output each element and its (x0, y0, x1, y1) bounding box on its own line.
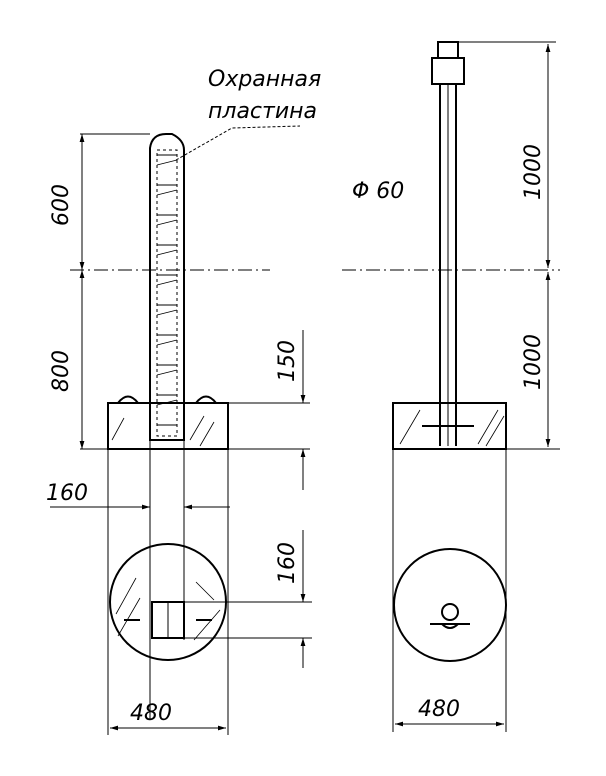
dim-600: 600 (49, 184, 74, 226)
dim-1000-upper: 1000 (521, 144, 546, 200)
dim-480-right-label: 480 (418, 697, 460, 722)
right-post (431, 41, 465, 446)
dim-160-v-label: 160 (275, 542, 300, 584)
guard-plate (156, 149, 178, 437)
dim-160-horizontal: 160 (46, 449, 230, 720)
dim-1000-lower: 1000 (521, 334, 546, 390)
dim-800: 800 (49, 350, 74, 392)
left-base (107, 395, 229, 450)
dim-150: 150 (228, 330, 310, 490)
dim-160-vertical: 160 (184, 530, 312, 668)
right-base (392, 402, 507, 450)
dim-left-vertical: 600 800 (49, 133, 270, 450)
dim-right-vertical: 1000 1000 (342, 41, 560, 450)
dim-150-label: 150 (275, 340, 300, 382)
dim-160-h-label: 160 (46, 481, 88, 506)
guard-plate-leader: Охранная пластина (175, 67, 321, 161)
guard-plate-label-line1: Охранная (208, 67, 321, 92)
dim-480-left-label: 480 (130, 701, 172, 726)
diameter-label: Φ 60 (352, 179, 404, 204)
dim-480-left: 480 (107, 449, 229, 735)
right-plan-view (392, 449, 507, 732)
left-post (149, 133, 185, 441)
guard-plate-label-line2: пластина (208, 99, 317, 124)
dim-480-right: 480 (395, 697, 504, 727)
